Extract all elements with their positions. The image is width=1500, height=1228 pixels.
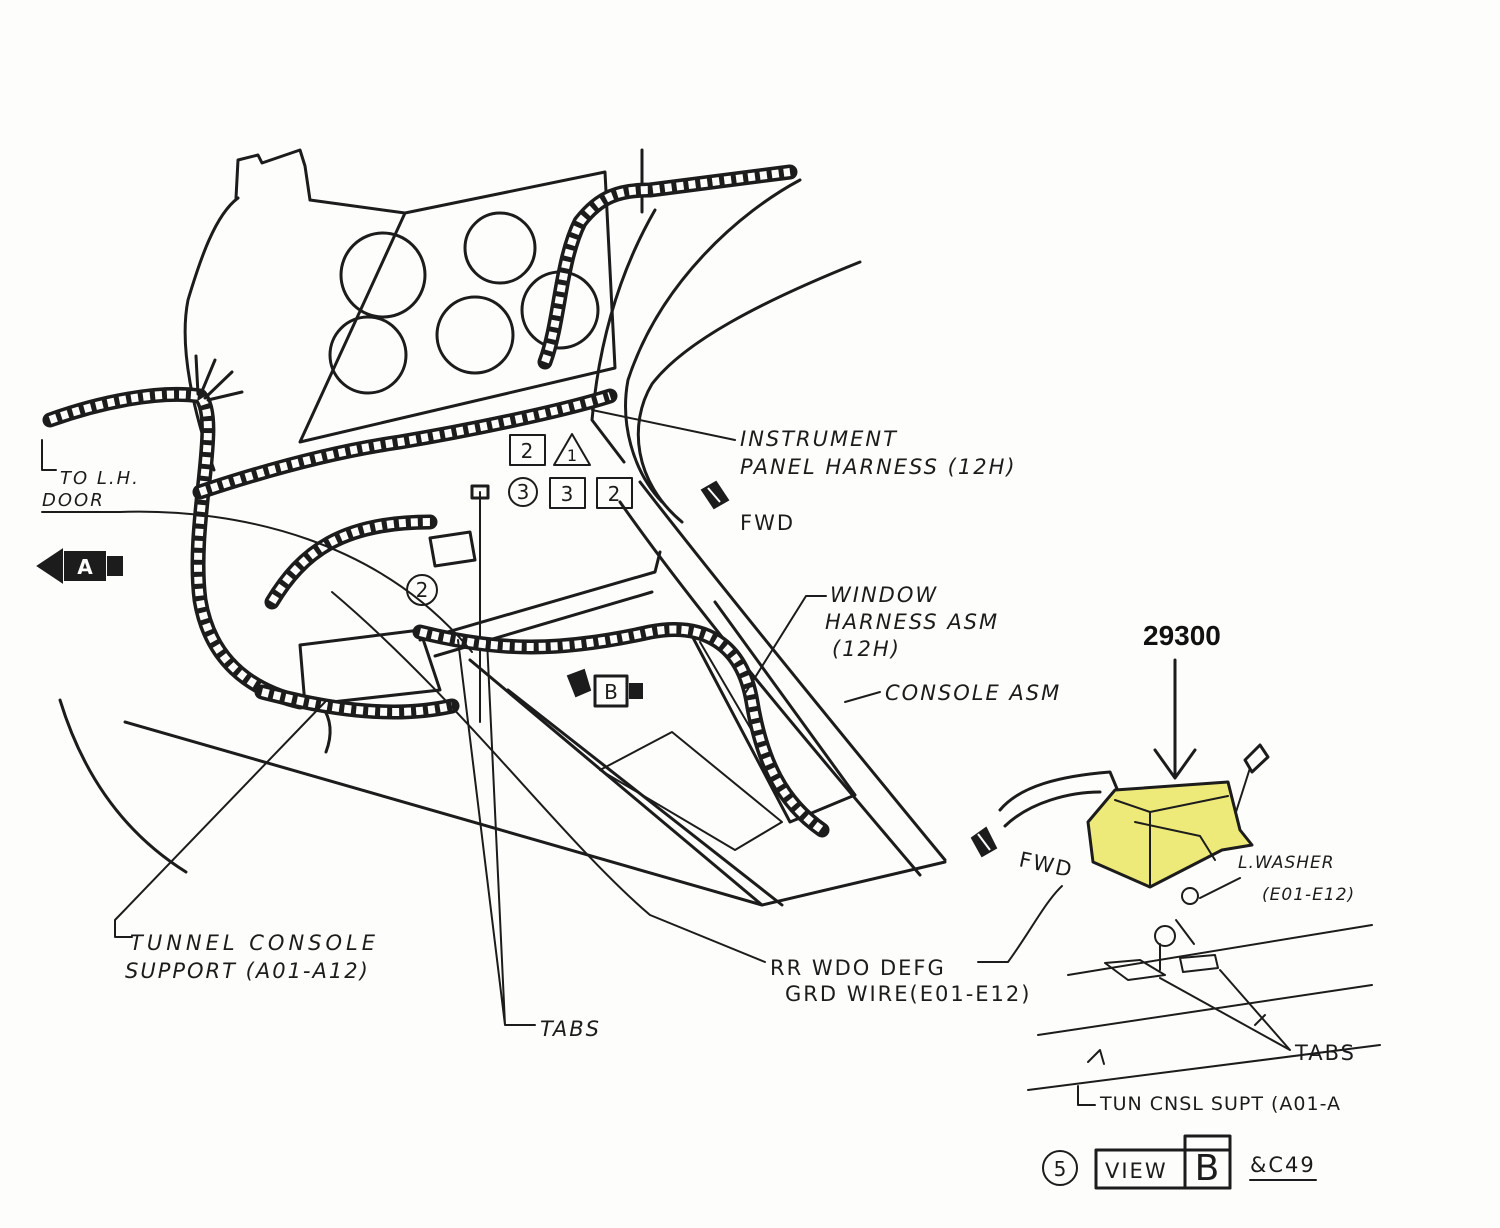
view-b-relay-assembly: [998, 658, 1381, 1091]
callout-circle: 3: [517, 480, 530, 504]
tunnel-console-support-label: TUNNEL CONSOLE: [130, 931, 379, 955]
tab: [1179, 954, 1219, 973]
view-direction-arrow-icon: [566, 668, 592, 698]
labels: INSTRUMENT PANEL HARNESS (12H) FWD TO L.…: [42, 427, 1356, 1115]
instrument-panel-harness-label: PANEL HARNESS (12H): [740, 455, 1017, 479]
to-lh-door-label: TO L.H.: [60, 468, 140, 489]
view-b-letter: B: [604, 680, 618, 704]
gauge: [435, 295, 515, 375]
window-harness-label: HARNESS ASM: [825, 610, 999, 634]
callout-box: 3: [561, 482, 574, 506]
window-harness-label: WINDOW: [830, 583, 938, 607]
gauge: [328, 315, 408, 395]
console-asm-label: CONSOLE ASM: [885, 681, 1061, 705]
view-caption: 5 VIEW B &C49: [1042, 1134, 1317, 1190]
callout-symbols: 2 1 3 3 2 2: [406, 433, 633, 606]
callout-triangle: 1: [567, 446, 577, 465]
gauge: [339, 231, 427, 319]
window-harness-label: (12H): [832, 637, 901, 661]
view-a-letter: A: [77, 555, 93, 579]
tabs-label: TABS: [1294, 1041, 1356, 1065]
fwd-arrow-icon: [700, 480, 730, 510]
view-b-marker: B: [566, 668, 643, 708]
view-a-marker: A: [36, 548, 123, 584]
nut: [1154, 925, 1176, 947]
lock-washer-label: (E01-E12): [1262, 885, 1355, 905]
tunnel-console-support-short-label: TUN CNSL SUPT (A01-A: [1099, 1093, 1341, 1115]
gauge: [463, 211, 537, 285]
lock-washer: [1181, 887, 1199, 905]
view-direction-arrow-icon: [36, 548, 63, 584]
tabs-label: TABS: [540, 1017, 601, 1041]
view-caption-ref: &C49: [1250, 1153, 1316, 1177]
view-caption-letter: B: [1195, 1148, 1220, 1189]
callout-box: 2: [521, 439, 534, 463]
lock-washer-label: L.WASHER: [1238, 853, 1335, 873]
rr-wdo-defg-label: RR WDO DEFG: [770, 956, 946, 980]
highlighted-relay: [1086, 780, 1254, 889]
part-number: 29300: [1143, 620, 1221, 651]
callout-box: 2: [608, 482, 621, 506]
view-caption-view: VIEW: [1105, 1159, 1168, 1183]
to-lh-door-label: DOOR: [42, 490, 105, 511]
view-caption-circle: 5: [1054, 1157, 1067, 1181]
wire-harnesses: [42, 164, 830, 838]
fwd-label: FWD: [740, 511, 795, 535]
fwd-arrow-icon: [970, 826, 998, 858]
callout-circle: 2: [416, 578, 429, 602]
down-arrow-icon: [1153, 658, 1197, 780]
leader-lines: [41, 409, 1291, 1106]
rr-wdo-defg-label: GRD WIRE(E01-E12): [785, 982, 1031, 1006]
tunnel-console-support-label: SUPPORT (A01-A12): [125, 959, 370, 983]
instrument-panel-harness-label: INSTRUMENT: [740, 427, 898, 451]
tab: [1104, 959, 1166, 981]
